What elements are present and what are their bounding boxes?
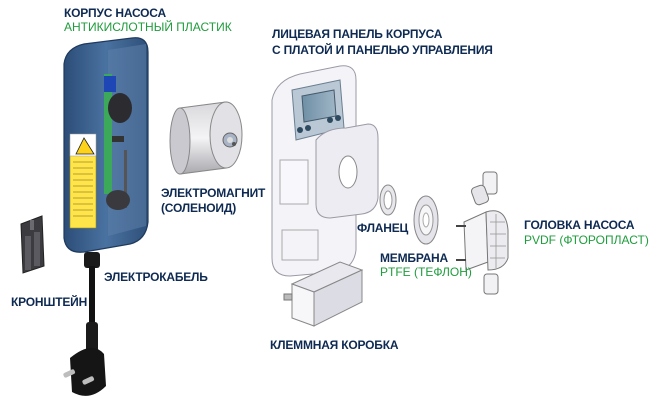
power-cable-part (63, 252, 106, 396)
front-panel-part (271, 65, 379, 277)
flange-label: ФЛАНЕЦ (357, 221, 409, 235)
membrane-part (413, 195, 439, 245)
solenoid-part (169, 101, 243, 175)
solenoid-label-line1: ЭЛЕКТРОМАГНИТ (161, 186, 266, 200)
bracket-label: КРОНШТЕЙН (11, 295, 88, 309)
pump-head-label: ГОЛОВКА НАСОСА (524, 218, 635, 232)
front-panel-label-line2: С ПЛАТОЙ И ПАНЕЛЬЮ УПРАВЛЕНИЯ (272, 43, 493, 57)
membrane-label: МЕМБРАНА (380, 251, 448, 265)
membrane-material: PTFE (ТЕФЛОН) (380, 265, 472, 279)
flange-part (379, 184, 397, 216)
pump-body-label: КОРПУС НАСОСА (64, 6, 166, 20)
terminal-box-part (283, 261, 364, 327)
power-cable-label: ЭЛЕКТРОКАБЕЛЬ (104, 270, 208, 284)
pump-head-part (456, 171, 509, 295)
front-panel-label-line1: ЛИЦЕВАЯ ПАНЕЛЬ КОРПУСА (272, 27, 443, 41)
solenoid-label-line2: (СОЛЕНОИД) (161, 201, 236, 215)
pump-body-material: АНТИКИСЛОТНЫЙ ПЛАСТИК (64, 20, 232, 34)
terminal-box-label: КЛЕММНАЯ КОРОБКА (270, 338, 399, 352)
pump-body-part (63, 37, 149, 253)
bracket-part (20, 215, 45, 274)
pump-head-material: PVDF (ФТОРОПЛАСТ) (524, 233, 649, 247)
